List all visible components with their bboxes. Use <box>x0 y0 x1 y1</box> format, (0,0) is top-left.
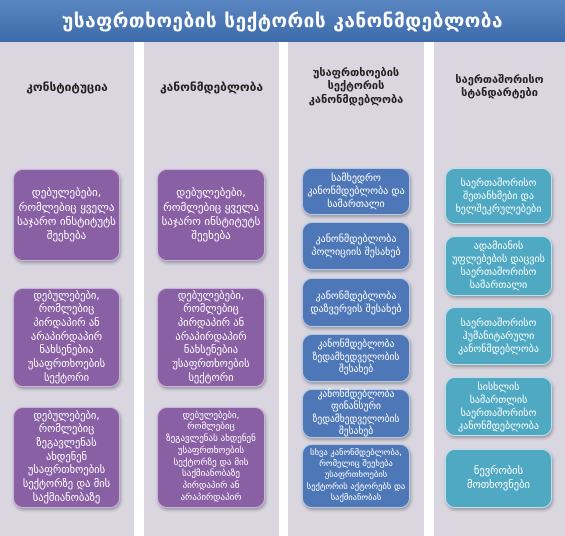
intl-standard-item-4: სისხლის სამართლის საერთაშორისო კანონმდებ… <box>445 377 552 436</box>
column-international-standards: საერთაშორისო სტანდარტები საერთაშორისო შე… <box>434 42 565 536</box>
constitution-item-1: დებულებები, რომლებიც ყველა საჯარო ინსტიტ… <box>13 169 120 261</box>
column-header: კონსტიტუცია <box>26 79 108 94</box>
column-header: კანონმდებლობა <box>159 79 264 94</box>
diagram-title: უსაფრთხოების სექტორის კანონმდებლობა <box>0 0 565 42</box>
column-header: საერთაშორისო სტანდარტები <box>455 72 544 99</box>
intl-standard-item-5: ნევრობის მოთხოვნები <box>445 449 552 508</box>
security-law-item-1: სამხედრო კანონმდებლობა და სამართალი <box>302 168 410 215</box>
security-law-item-4: კანონმდებლობა ზედამხედველობის შესახებ <box>302 334 410 382</box>
security-law-item-5: კანონმდებლობა ფინანსური ზედამხედველობის … <box>302 389 410 438</box>
column-header: უსაფრთხოების სექტორის კანონმდებლობა <box>308 66 404 106</box>
intl-standard-item-3: საერთაშორისო ჰუმანიტარული კანონმდებლობა <box>445 307 552 365</box>
security-law-item-3: კანონმდებლობა დაზვერვის შესახებ <box>302 278 410 327</box>
security-law-item-2: კანონმდებლობა პოლიციის შესახებ <box>302 222 410 270</box>
constitution-item-3: დებულებები, რომლებიც ზეგავლენას ახდენენ … <box>13 407 120 508</box>
constitution-item-2: დებულებები, რომლებიც პირდაპირ ან არაპირდ… <box>13 288 120 387</box>
column-constitution: კონსტიტუცია დებულებები, რომლებიც ყველა ს… <box>0 42 134 536</box>
intl-standard-item-2: ადამიანის უფლებების დაცვის საერთაშორისო … <box>445 236 552 296</box>
security-law-item-6: სხვა კანონმდებლობა, რომელიც შეეხება უსაფ… <box>302 444 410 508</box>
legislation-item-1: დებულებები, რომლებიც ყველა საჯარო ინსტიტ… <box>157 169 265 261</box>
legislation-item-2: დებულებები, რომლებიც პირდაპირ ან არაპირდ… <box>157 288 265 387</box>
column-legislation: კანონმდებლობა დებულებები, რომლებიც ყველა… <box>144 42 279 536</box>
intl-standard-item-1: საერთაშორისო შეთანხმები და ხელშეკრულებებ… <box>445 168 552 224</box>
legislation-item-3: დებულებები, რომლებიც ზეგავლენას ახდენენ … <box>157 407 265 508</box>
column-security-sector-legislation: უსაფრთხოების სექტორის კანონმდებლობა სამხ… <box>288 42 424 536</box>
